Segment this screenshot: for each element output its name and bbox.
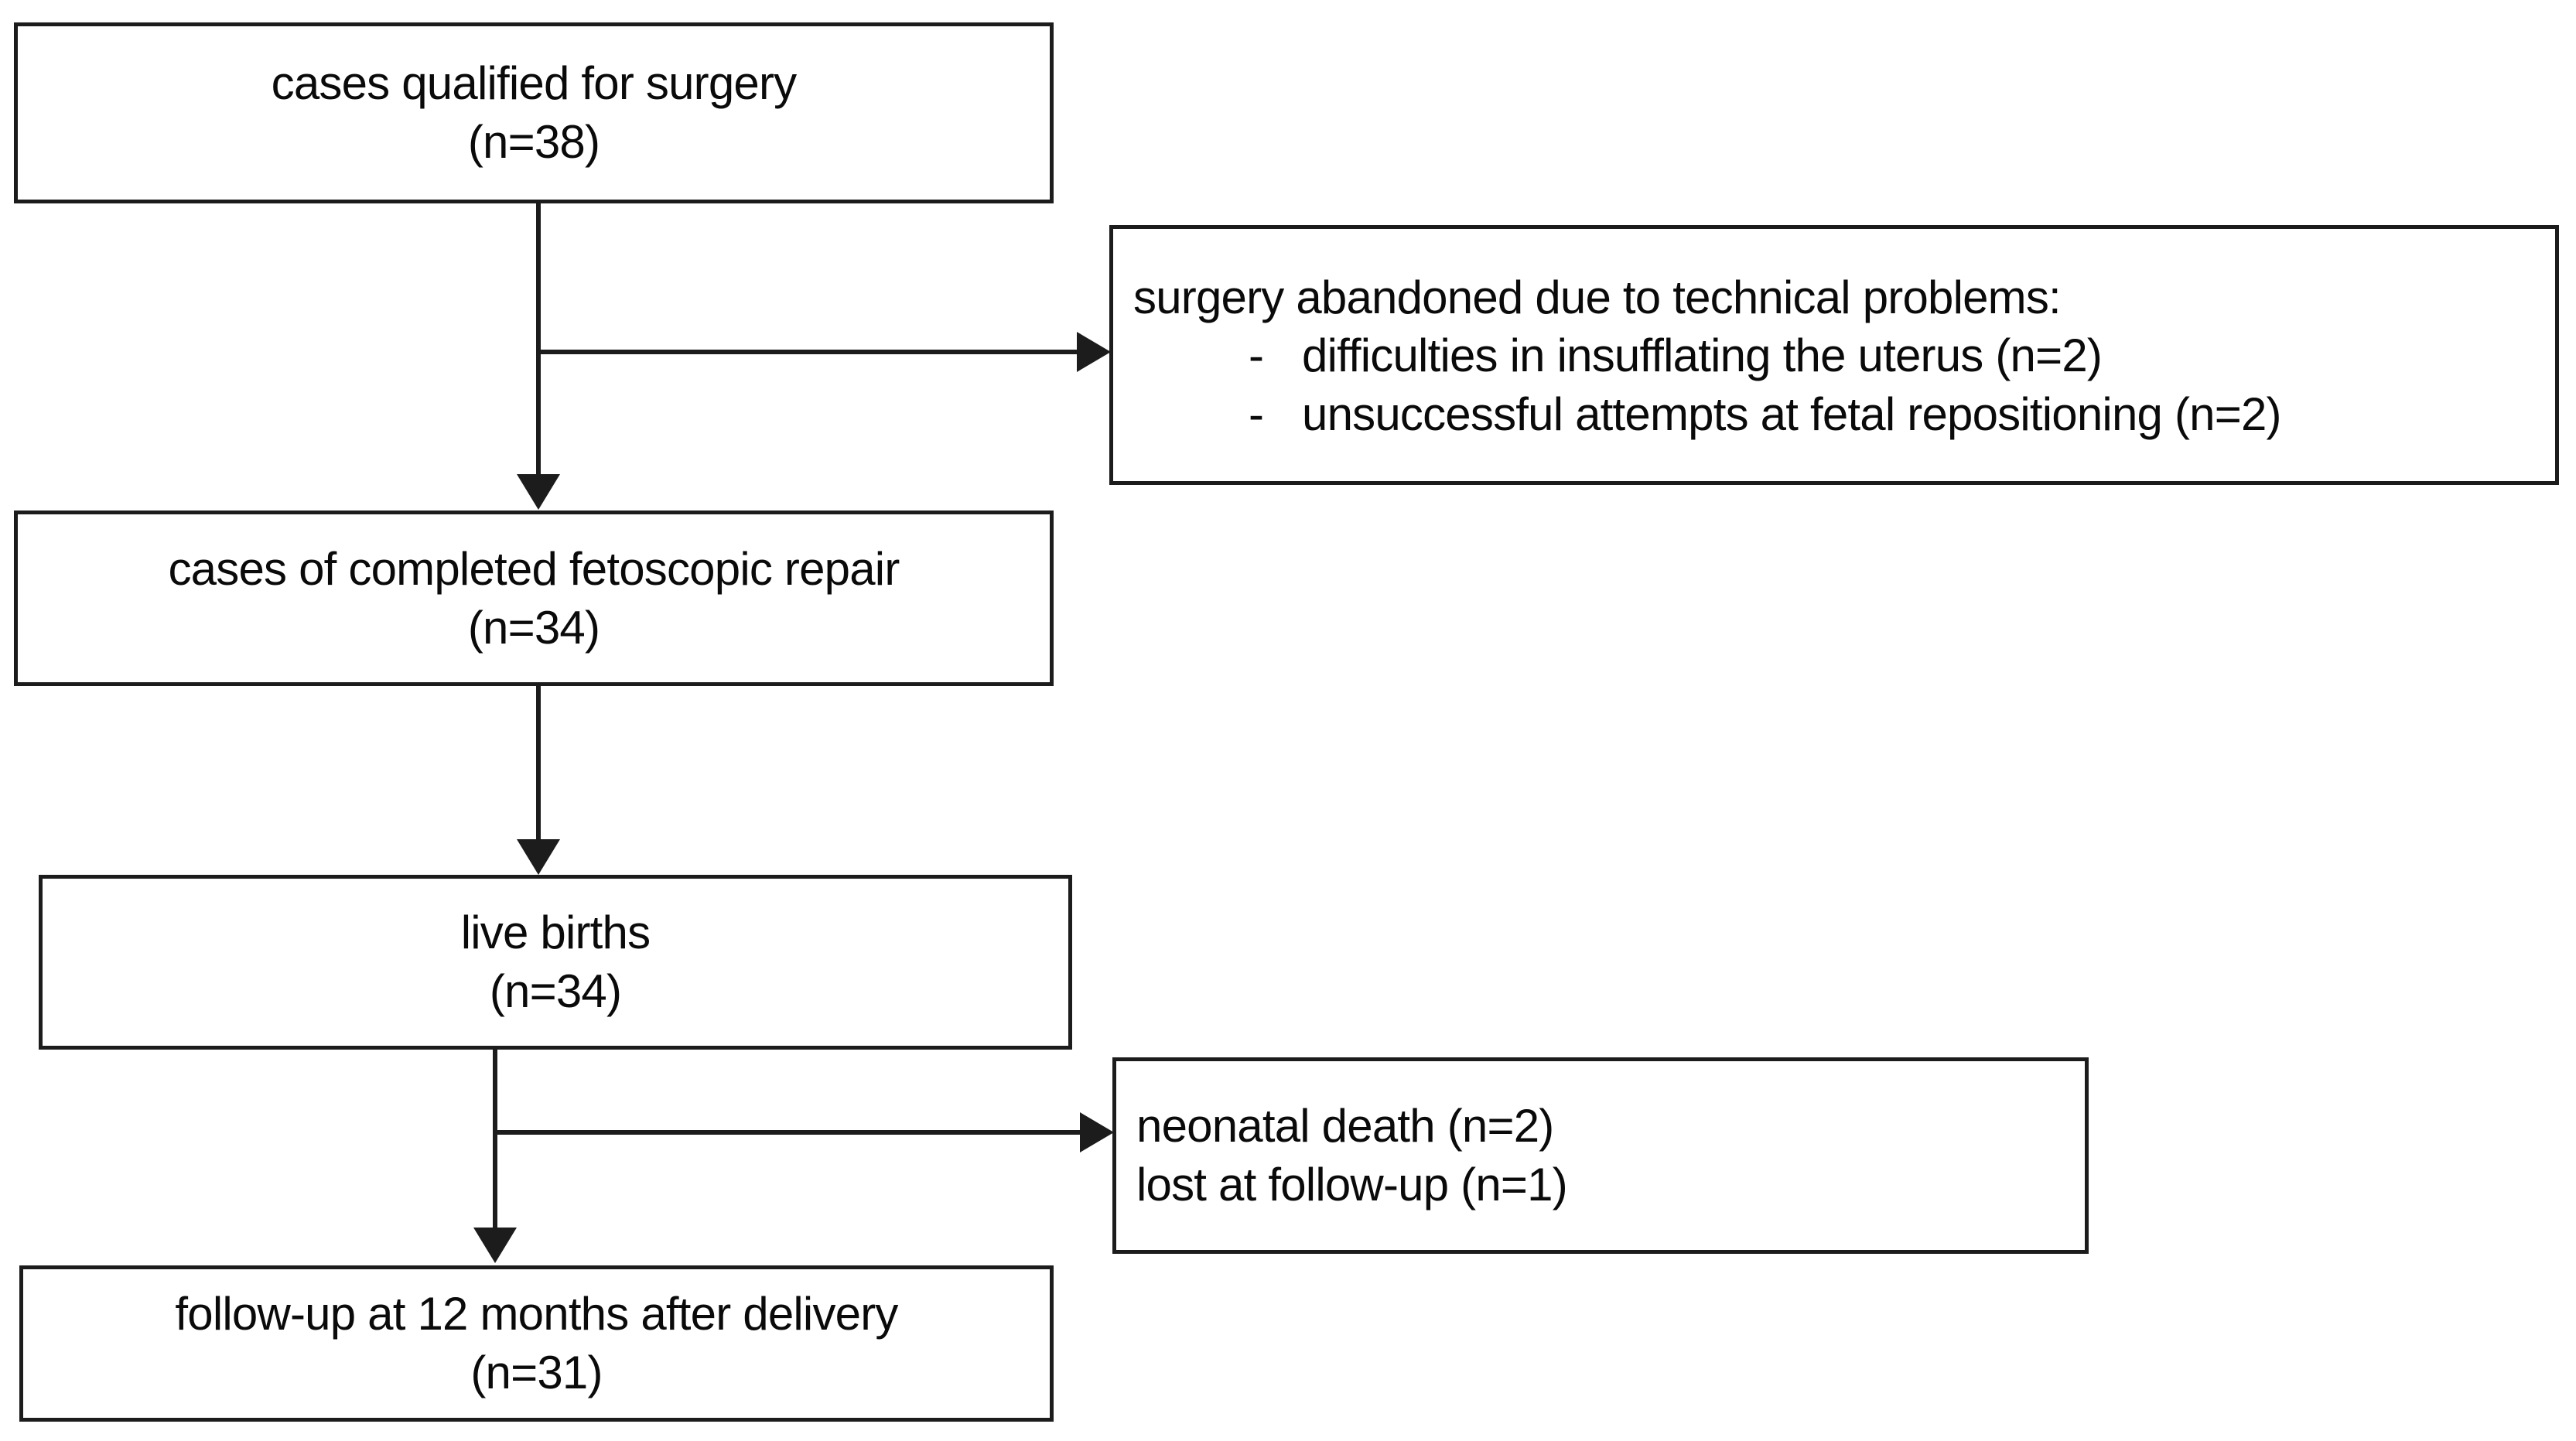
arrowhead-right-to-losses: [1080, 1112, 1114, 1152]
list-item: - difficulties in insufflating the uteru…: [1211, 326, 2281, 385]
arrowhead-down-to-repair: [517, 474, 560, 510]
node-line-count: (n=31): [470, 1347, 603, 1398]
node-line-count: (n=34): [467, 601, 600, 654]
bullet-label: unsuccessful attempts at fetal repositio…: [1302, 388, 2282, 440]
node-line-primary: follow-up at 12 months after delivery: [175, 1288, 898, 1340]
node-line-count: (n=38): [467, 116, 600, 168]
node-cases-qualified-for-surgery: cases qualified for surgery (n=38): [14, 22, 1054, 203]
connector-vertical-qualified-to-repair: [536, 203, 541, 476]
node-line-count: (n=34): [489, 965, 622, 1017]
bullet-dash-icon: -: [1249, 388, 1264, 440]
node-line-primary: cases qualified for surgery: [271, 57, 798, 110]
node-line-neonatal-death: neonatal death (n=2): [1136, 1100, 1554, 1152]
bullet-dash-icon: -: [1249, 330, 1264, 382]
node-live-births: live births (n=34): [39, 875, 1072, 1050]
arrowhead-right-to-abandoned: [1077, 332, 1111, 372]
node-followup-12-months: follow-up at 12 months after delivery (n…: [19, 1265, 1054, 1422]
connector-vertical-repair-to-live-births: [536, 686, 541, 841]
list-item: - unsuccessful attempts at fetal reposit…: [1211, 385, 2282, 444]
node-surgery-abandoned: surgery abandoned due to technical probl…: [1109, 225, 2559, 485]
node-completed-fetoscopic-repair: cases of completed fetoscopic repair (n=…: [14, 510, 1054, 686]
node-line-primary: live births: [460, 907, 651, 959]
node-heading-abandoned: surgery abandoned due to technical probl…: [1133, 271, 2062, 323]
arrowhead-down-to-live-births: [517, 839, 560, 875]
connector-horizontal-to-abandoned: [538, 350, 1080, 354]
node-losses: neonatal death (n=2) lost at follow-up (…: [1112, 1057, 2089, 1254]
arrowhead-down-to-followup: [473, 1228, 517, 1263]
connector-horizontal-to-losses: [495, 1130, 1083, 1135]
connector-vertical-live-births-to-followup: [493, 1050, 497, 1229]
abandoned-bullet-list: - difficulties in insufflating the uteru…: [1133, 326, 2282, 444]
node-line-primary: cases of completed fetoscopic repair: [168, 542, 900, 595]
bullet-label: difficulties in insufflating the uterus …: [1302, 330, 2103, 382]
node-line-lost-at-followup: lost at follow-up (n=1): [1136, 1159, 1568, 1211]
